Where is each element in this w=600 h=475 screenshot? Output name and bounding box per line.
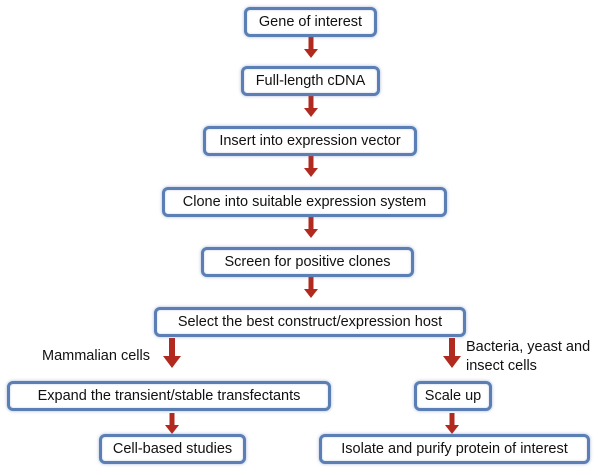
step-full-length-cdna: Full-length cDNA (241, 66, 380, 96)
arrow-insert-to-clone (304, 156, 318, 177)
step-insert-into-vector: Insert into expression vector (203, 126, 417, 156)
arrow-cdna-to-insert (304, 96, 318, 117)
step-isolate-purify-protein: Isolate and purify protein of interest (319, 434, 590, 464)
branch-label-bacteria-line1: Bacteria, yeast and (466, 339, 591, 355)
arrow-select-to-expand (163, 338, 181, 368)
branch-label-bacteria-line2: insect cells (466, 358, 537, 374)
arrow-clone-to-screen (304, 217, 318, 238)
arrow-screen-to-select (304, 277, 318, 298)
step-expand-transfectants: Expand the transient/stable transfectant… (7, 381, 331, 411)
step-cell-based-studies: Cell-based studies (99, 434, 246, 464)
arrow-gene-to-cdna (304, 37, 318, 58)
step-screen-positive-clones: Screen for positive clones (201, 247, 414, 277)
step-gene-of-interest: Gene of interest (244, 7, 377, 37)
arrow-select-to-scaleup (443, 338, 461, 368)
arrow-expand-to-cell-studies (165, 413, 179, 434)
step-select-best-construct: Select the best construct/expression hos… (154, 307, 466, 337)
step-scale-up: Scale up (414, 381, 492, 411)
branch-label-mammalian: Mammalian cells (42, 348, 150, 364)
step-clone-into-system: Clone into suitable expression system (162, 187, 447, 217)
arrow-scaleup-to-purify (445, 413, 459, 434)
